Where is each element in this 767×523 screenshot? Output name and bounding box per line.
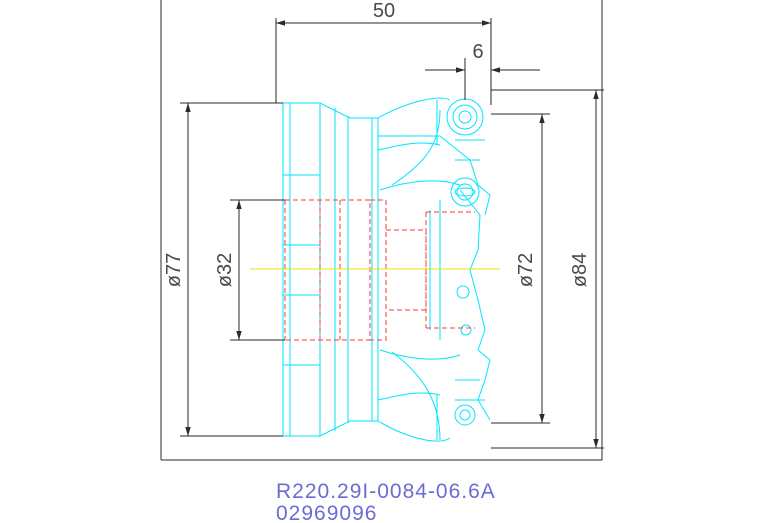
- hidden-lines: [284, 199, 475, 341]
- dim-offset-label: 6: [472, 41, 483, 63]
- dim-body-diameter: ø77: [163, 102, 283, 437]
- part-code: R220.29I-0084-06.6A: [276, 480, 496, 503]
- frame-lines: [160, 0, 603, 461]
- dim-pitch-diameter: ø72: [491, 113, 550, 424]
- dim-length-label: 50: [373, 0, 395, 22]
- dim-bore-diameter-label: ø32: [214, 253, 236, 287]
- cutter-body: [282, 97, 491, 442]
- insert-screws: [446, 98, 484, 426]
- dim-body-diameter-label: ø77: [163, 253, 185, 287]
- dim-pitch-diameter-label: ø72: [515, 253, 537, 287]
- dim-bore-diameter: ø32: [214, 199, 285, 341]
- dim-cutting-diameter: ø84: [491, 89, 604, 449]
- part-number: 02969096: [276, 502, 377, 523]
- dim-length: 50: [275, 0, 492, 105]
- dim-cutting-diameter-label: ø84: [569, 253, 591, 287]
- dim-offset: 6: [425, 41, 540, 105]
